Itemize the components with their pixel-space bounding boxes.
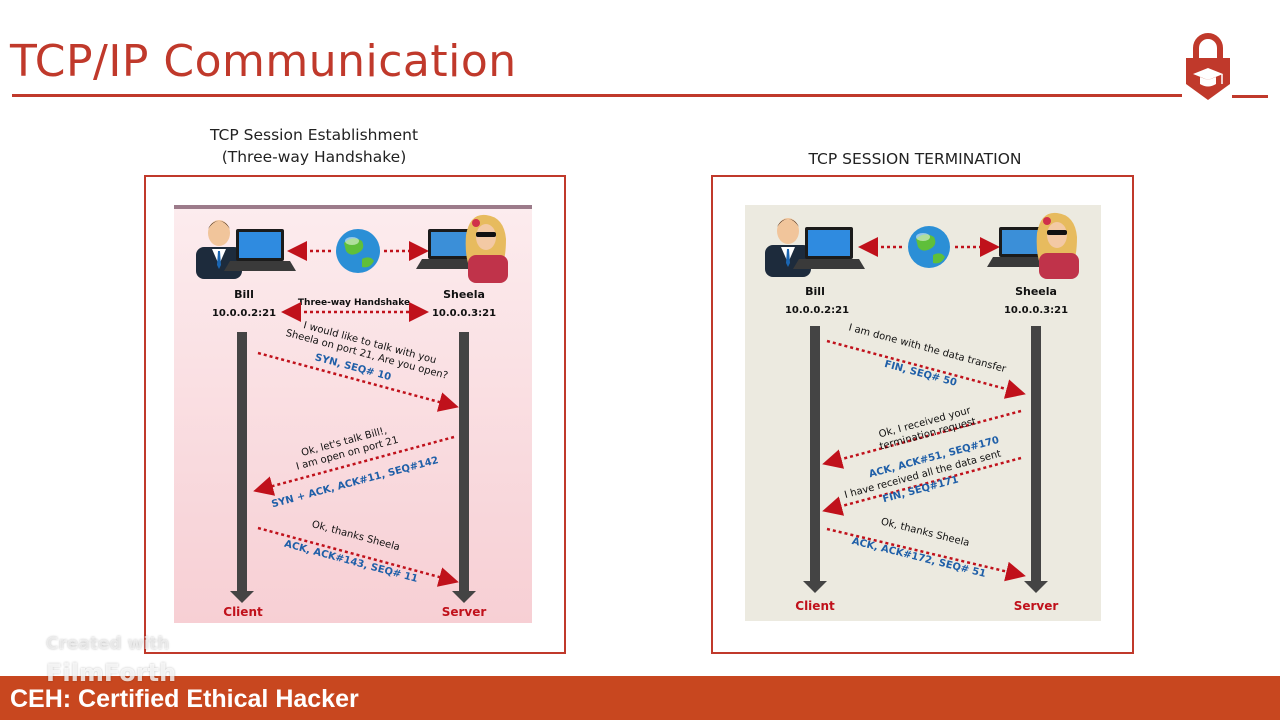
watermark-line-2: FilmForth: [46, 659, 177, 687]
footer-bar: CEH: Certified Ethical Hacker: [0, 676, 1280, 720]
server-ip: 10.0.0.3:21: [432, 308, 496, 319]
laptop-icon: [793, 227, 865, 269]
client-lifeline: [230, 332, 254, 603]
footer-text: CEH: Certified Ethical Hacker: [10, 685, 359, 713]
globe-icon: [908, 226, 950, 268]
client-name: Bill: [805, 285, 825, 298]
server-label: Server: [1014, 599, 1059, 613]
watermark-line-1: Created with: [46, 634, 170, 654]
woman-icon: [1036, 212, 1079, 279]
globe-icon: [336, 229, 380, 273]
server-name: Sheela: [443, 288, 485, 301]
left-panel-caption: TCP Session Establishment (Three-way Han…: [209, 126, 419, 166]
client-name: Bill: [234, 288, 254, 301]
laptop-icon: [224, 229, 296, 271]
right-panel-caption: TCP SESSION TERMINATION: [808, 150, 1022, 168]
server-lifeline: [1024, 326, 1048, 593]
client-lifeline: [803, 326, 827, 593]
slide-title: TCP/IP Communication: [10, 36, 517, 87]
client-label: Client: [223, 605, 263, 619]
handshake-diagram: Bill 10.0.0.2:21 Sheela 10.0.0.3:21 Thre…: [174, 205, 532, 623]
handshake-label: Three-way Handshake: [298, 298, 410, 308]
client-label: Client: [795, 599, 835, 613]
client-ip: 10.0.0.2:21: [212, 308, 276, 319]
laptop-icon: [987, 227, 1057, 267]
server-lifeline: [452, 332, 476, 603]
title-underline: [12, 94, 1182, 97]
title-underline-right: [1232, 95, 1268, 98]
server-ip: 10.0.0.3:21: [1004, 305, 1068, 316]
padlock-graduation-cap-icon: [1186, 33, 1230, 100]
server-label: Server: [442, 605, 487, 619]
server-name: Sheela: [1015, 285, 1057, 298]
woman-icon: [465, 214, 508, 283]
client-ip: 10.0.0.2:21: [785, 305, 849, 316]
termination-diagram: Bill 10.0.0.2:21 Sheela 10.0.0.3:21 I am…: [745, 205, 1101, 621]
